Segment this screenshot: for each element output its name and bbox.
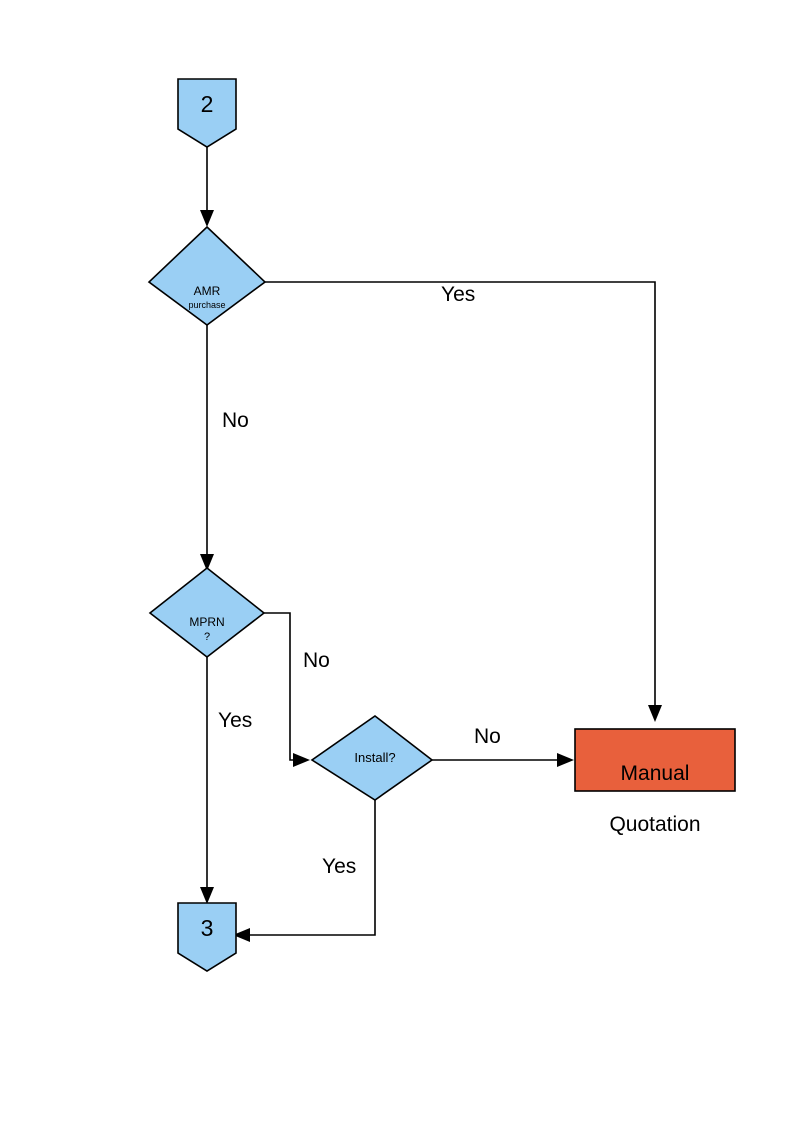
node-amr-purchase-shape bbox=[147, 225, 267, 326]
edge-amr-yes-to-manual bbox=[265, 281, 656, 715]
edge-label-install-no: No bbox=[474, 725, 501, 748]
edge-label-amr-yes: Yes bbox=[441, 283, 476, 306]
edge-mprn-no-to-install bbox=[264, 612, 303, 761]
edge-install-yes-to-connector3 bbox=[240, 800, 376, 936]
arrowhead-into-connector3-top bbox=[200, 887, 214, 904]
arrowhead-into-amr bbox=[200, 210, 214, 227]
arrowhead-into-install-left bbox=[293, 753, 310, 767]
arrowheads-layer bbox=[200, 210, 662, 942]
nodes-layer bbox=[147, 78, 736, 972]
edges-layer bbox=[206, 147, 656, 936]
edge-label-install-yes: Yes bbox=[322, 855, 357, 878]
arrowhead-into-connector3-right bbox=[233, 928, 250, 942]
edge-label-mprn-yes: Yes bbox=[218, 709, 253, 732]
arrowhead-into-manual-left bbox=[557, 753, 574, 767]
node-manual-quotation-shape bbox=[574, 728, 736, 792]
node-connector-2-shape bbox=[177, 78, 237, 148]
edge-label-amr-no: No bbox=[222, 409, 249, 432]
edge-label-mprn-no: No bbox=[303, 649, 330, 672]
node-install-shape bbox=[310, 715, 434, 801]
node-mprn-shape bbox=[148, 566, 266, 659]
arrowhead-into-mprn bbox=[200, 554, 214, 571]
arrowhead-into-manual-top bbox=[648, 705, 662, 722]
node-connector-3-shape bbox=[177, 902, 237, 972]
